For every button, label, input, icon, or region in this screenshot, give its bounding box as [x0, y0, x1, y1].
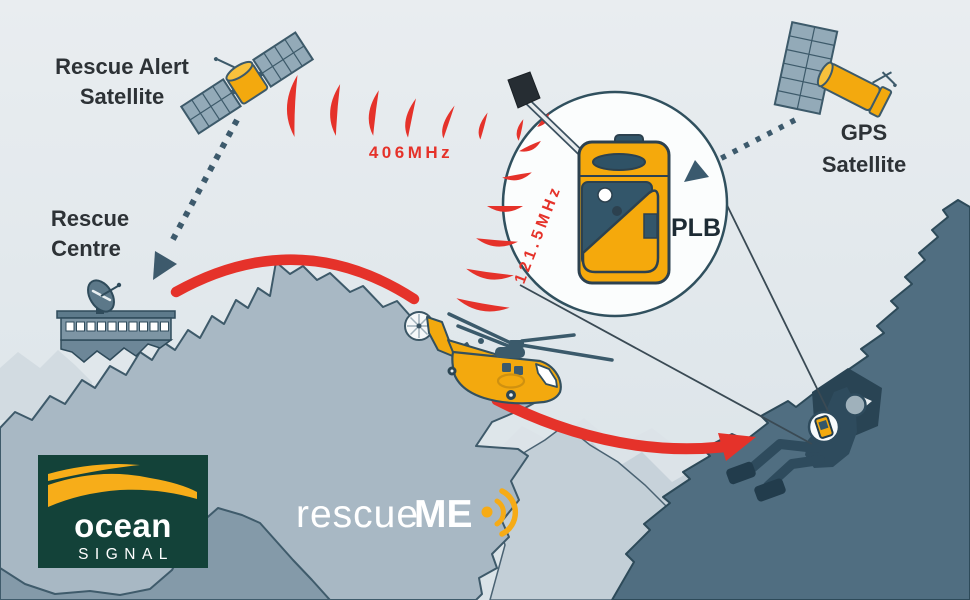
plb-flap: [581, 189, 660, 274]
gps-downlink-arrowhead-icon: [684, 160, 709, 182]
alert-downlink-arrowhead-icon: [153, 251, 177, 280]
satellite-dish-icon: [87, 279, 122, 314]
gps-label-line1: GPS: [841, 120, 887, 145]
signal-arcs-121: [456, 113, 549, 312]
climber-head: [843, 393, 867, 417]
ocean-signal-wave2-icon: [48, 473, 197, 507]
helicopter-icon: [404, 311, 614, 405]
rescueme-logo: rescue ME: [296, 488, 519, 537]
callout-lines: [519, 194, 832, 445]
alert-downlink-dotted-line: [153, 118, 240, 280]
rotor-blades-icon: [447, 312, 614, 362]
rescueme-soundwave-icon: [494, 498, 506, 527]
rescue-centre-roof: [56, 310, 176, 319]
plb-antenna-channel: [643, 213, 658, 239]
ocean-signal-word: ocean: [74, 507, 172, 544]
ocean-signal-tagline: SIGNAL: [78, 546, 174, 563]
rescue-alert-label-line2: Satellite: [80, 84, 164, 109]
ocean-signal-wave-icon: [48, 464, 140, 481]
antenna-tip: [507, 71, 541, 109]
rescue-alert-satellite-icon: [179, 31, 315, 135]
rescue-centre-label-line1: Rescue: [51, 206, 129, 231]
plb-flap-dot: [612, 206, 622, 216]
rescue-alert-label-line1: Rescue Alert: [55, 54, 189, 79]
rescueme-suffix: ME: [414, 493, 473, 536]
plb-button: [597, 187, 613, 203]
rescue-centre-label-line2: Centre: [51, 236, 121, 261]
rescue-centre-rock: [60, 339, 174, 363]
plb-device: [507, 71, 671, 285]
rescue-centre-windows: [65, 321, 169, 332]
dispatch-arc: [170, 254, 420, 305]
rescueme-dot-icon: [481, 506, 493, 518]
rescue-arrowhead-icon: [718, 433, 756, 461]
gps-downlink-dotted-line: [710, 117, 797, 166]
rescueme-prefix: rescue: [296, 493, 419, 536]
plb-label: PLB: [671, 214, 721, 242]
gps-label-line2: Satellite: [822, 152, 906, 177]
rescueme-soundwave2-icon: [499, 488, 519, 537]
freq-406-label: 406MHz: [369, 143, 453, 162]
diagram-labels: Rescue Alert Satellite Rescue Centre GPS…: [51, 54, 906, 261]
signal-arcs-406: [286, 75, 524, 141]
plb-top-face: [592, 153, 646, 171]
climber-chest-beacon: [807, 410, 841, 444]
climber-legs: [747, 439, 825, 491]
gps-satellite-icon: [773, 20, 897, 118]
rescue-centre-icon: [56, 279, 176, 363]
rescue-arrow: [491, 394, 756, 461]
ocean-signal-logo: ocean SIGNAL: [38, 455, 208, 568]
